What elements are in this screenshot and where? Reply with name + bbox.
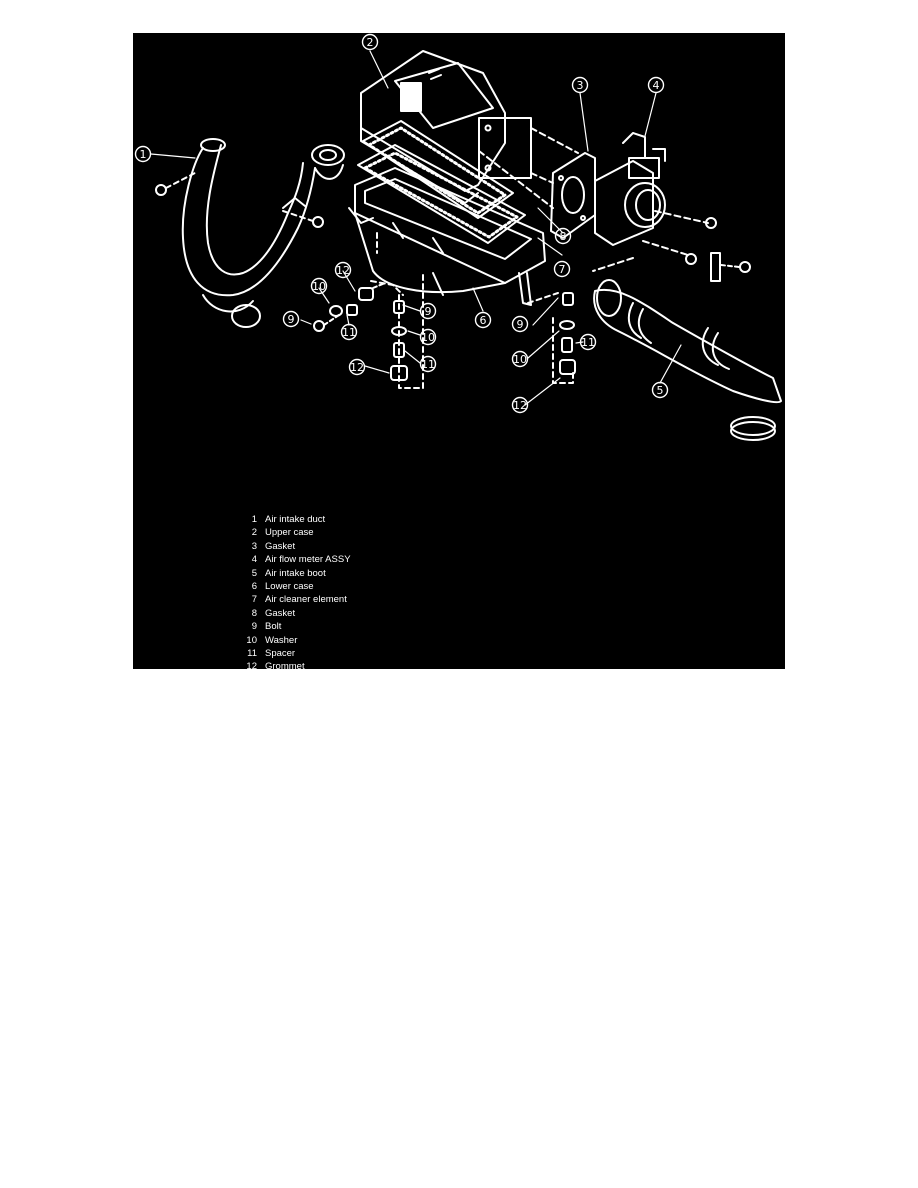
svg-text:4: 4 <box>653 79 660 92</box>
duct-nut-right <box>282 210 324 228</box>
svg-text:9: 9 <box>517 318 524 331</box>
callout-2: 2 <box>361 33 379 51</box>
svg-text:10: 10 <box>513 353 527 366</box>
callout-labels: 1 2 3 4 5 6 7 8 9 10 11 12 12 10 9 11 9 … <box>134 33 669 414</box>
air-intake-duct <box>181 138 345 328</box>
svg-text:12: 12 <box>336 264 350 277</box>
air-cleaner-element <box>357 120 526 244</box>
gasket-3 <box>550 152 596 239</box>
svg-text:5: 5 <box>657 384 664 397</box>
air-cleaner-exploded-drawing: 1 2 3 4 5 6 7 8 9 10 11 12 12 10 9 11 9 … <box>134 33 782 441</box>
callout-6: 6 <box>474 311 492 329</box>
svg-text:11: 11 <box>581 336 595 349</box>
svg-text:12: 12 <box>350 361 364 374</box>
gasket-8 <box>478 150 554 209</box>
svg-text:12: 12 <box>513 399 527 412</box>
callout-3: 3 <box>571 76 589 94</box>
callout-12-right: 12 <box>511 396 529 414</box>
meter-bracket <box>710 252 721 282</box>
meter-bolt-2 <box>685 253 697 265</box>
svg-text:6: 6 <box>480 314 487 327</box>
middle-fastener-stack <box>370 232 424 389</box>
callout-1: 1 <box>134 145 152 163</box>
callout-10-middle: 10 <box>419 328 437 346</box>
lower-case <box>348 167 546 306</box>
callout-9-left: 9 <box>282 310 300 328</box>
svg-text:10: 10 <box>312 280 326 293</box>
callout-12-left: 12 <box>334 261 352 279</box>
svg-text:1: 1 <box>140 148 147 161</box>
meter-bolt-1 <box>705 217 717 229</box>
exploded-diagram-figure: 1 2 3 4 5 6 7 8 9 10 11 12 12 10 9 11 9 … <box>133 33 785 669</box>
callout-11-left: 11 <box>340 323 358 341</box>
svg-text:2: 2 <box>367 36 374 49</box>
callout-5: 5 <box>651 381 669 399</box>
right-fastener-stack <box>527 292 576 384</box>
svg-text:11: 11 <box>342 326 356 339</box>
svg-text:9: 9 <box>425 305 432 318</box>
callout-9-middle: 9 <box>419 302 437 320</box>
svg-text:7: 7 <box>559 263 566 276</box>
duct-nut-left <box>155 172 196 196</box>
callout-11-right: 11 <box>579 333 597 351</box>
meter-bolt-3 <box>739 261 751 273</box>
left-fastener-stack <box>313 282 386 332</box>
svg-text:9: 9 <box>288 313 295 326</box>
callout-9-right: 9 <box>511 315 529 333</box>
svg-text:3: 3 <box>577 79 584 92</box>
upper-case <box>360 50 532 204</box>
callout-10-left: 10 <box>310 277 328 295</box>
svg-text:10: 10 <box>421 331 435 344</box>
callout-8: 8 <box>554 227 572 245</box>
air-flow-meter-assy <box>594 132 666 246</box>
svg-text:8: 8 <box>560 230 567 243</box>
callout-12-middle: 12 <box>348 358 366 376</box>
callout-11-middle: 11 <box>419 355 437 373</box>
callout-10-right: 10 <box>511 350 529 368</box>
svg-text:11: 11 <box>421 358 435 371</box>
leader-lines <box>150 50 682 406</box>
callout-4: 4 <box>647 76 665 94</box>
air-intake-boot <box>593 279 782 441</box>
callout-7: 7 <box>553 260 571 278</box>
